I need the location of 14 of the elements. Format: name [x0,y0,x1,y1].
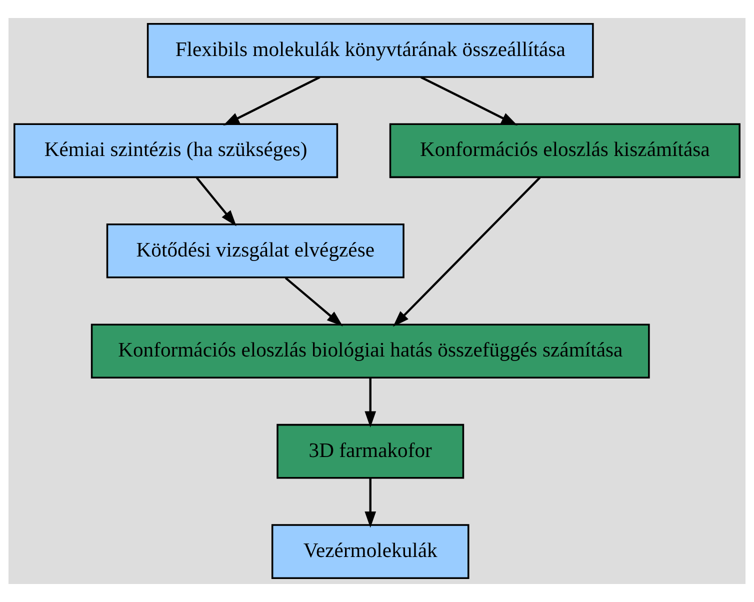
node-box: Kötődési vizsgálat elvégzése [106,223,404,278]
node-box: Flexibils molekulák könyvtárának összeállítása [146,23,594,78]
arrow [284,277,343,326]
arrow [392,176,541,327]
node-box: Konformációs eloszlás biológiai hatás összefüggés számítása [90,324,650,379]
node-box: 3D farmakofor [276,424,464,479]
arrow [420,76,518,126]
node-box: Konformációs eloszlás kiszámítása [389,123,740,178]
arrow [364,478,376,528]
node-box: Vezérmolekulák [271,524,470,579]
arrow [196,177,236,226]
arrow [364,378,376,428]
arrow [223,76,320,126]
node-box: Kémiai szintézis (ha szükséges) [14,123,338,178]
